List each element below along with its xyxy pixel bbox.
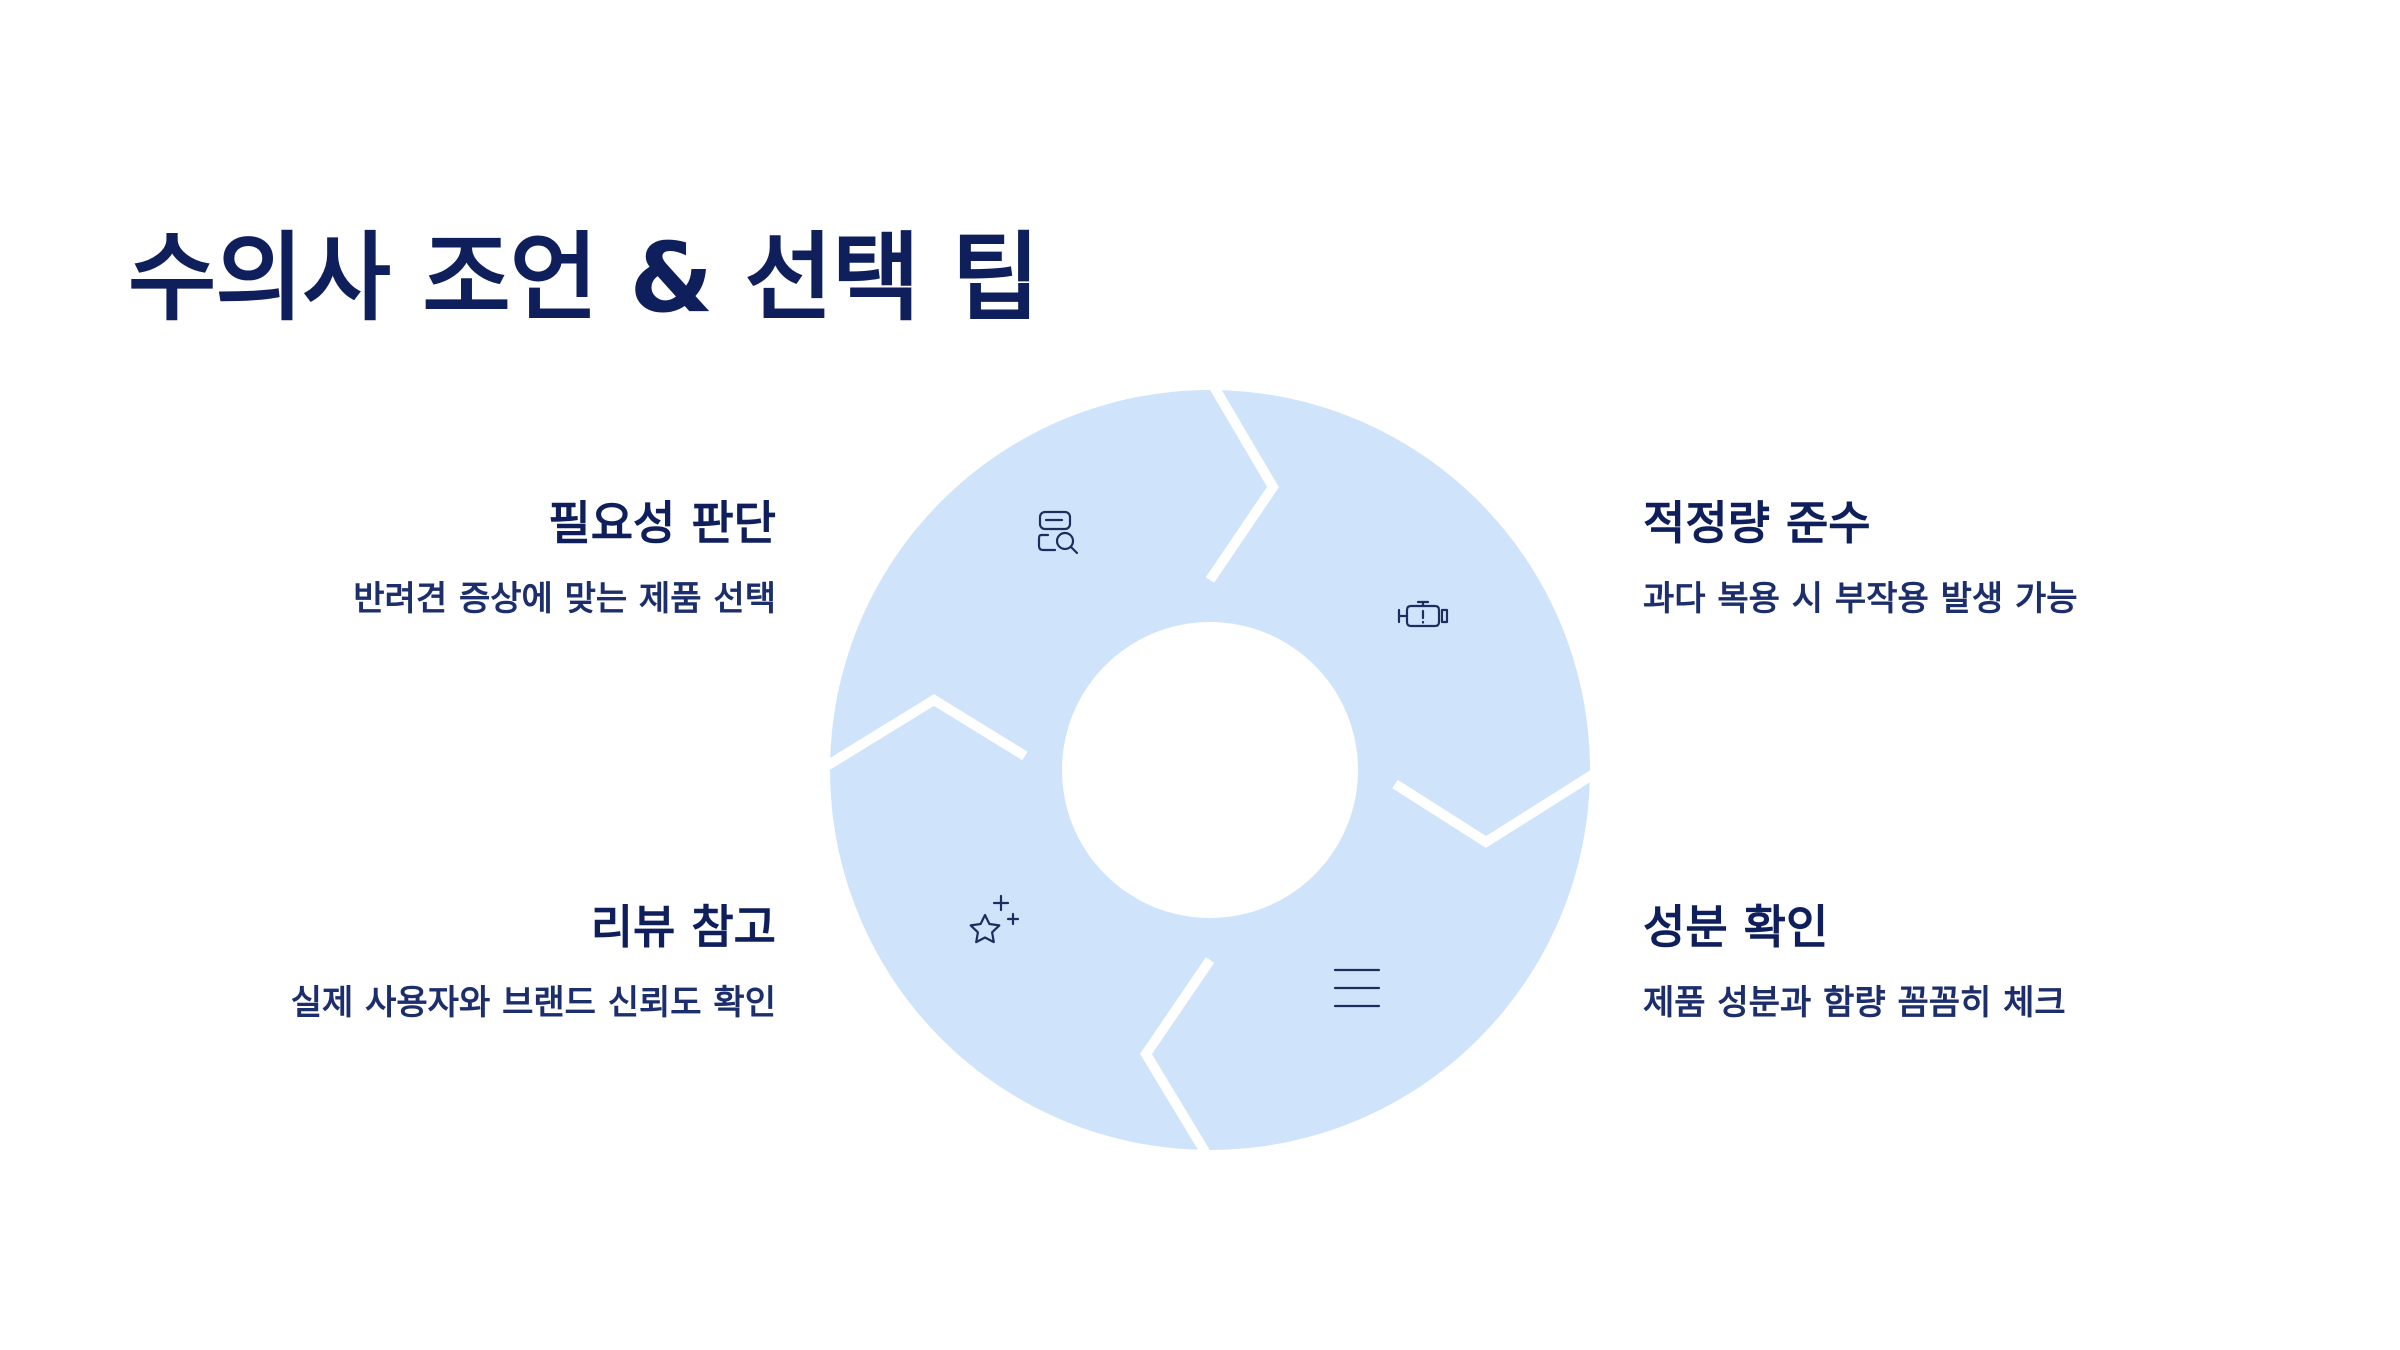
star-sparkle-icon <box>969 894 1020 944</box>
item-proper-dosage: 적정량 준수 과다 복용 시 부작용 발생 가능 <box>1643 496 2323 620</box>
ring-hole <box>1062 622 1358 918</box>
separator-right <box>1392 765 1600 848</box>
list-lines-icon <box>1333 968 1381 1008</box>
item-need-assessment: 필요성 판단 반려견 증상에 맞는 제품 선택 <box>96 496 776 620</box>
cycle-diagram <box>820 380 1600 1160</box>
item-description: 반려견 증상에 맞는 제품 선택 <box>353 579 776 620</box>
item-ingredient-check: 성분 확인 제품 성분과 함량 꼼꼼히 체크 <box>1643 900 2323 1024</box>
separator-left <box>820 694 1028 775</box>
item-review-reference: 리뷰 참고 실제 사용자와 브랜드 신뢰도 확인 <box>96 900 776 1024</box>
cycle-ring <box>830 390 1590 1150</box>
item-title: 적정량 준수 <box>1643 496 1871 550</box>
item-description: 과다 복용 시 부작용 발생 가능 <box>1643 579 2078 620</box>
segment-separators <box>820 380 1600 1160</box>
item-title: 리뷰 참고 <box>590 900 776 954</box>
item-title: 성분 확인 <box>1643 900 1829 954</box>
separator-top <box>1205 380 1279 583</box>
item-description: 제품 성분과 함량 꼼꼼히 체크 <box>1643 983 2066 1024</box>
item-title: 필요성 판단 <box>548 496 776 550</box>
page-title: 수의사 조언 & 선택 팁 <box>128 222 1040 334</box>
item-description: 실제 사용자와 브랜드 신뢰도 확인 <box>290 983 776 1024</box>
search-document-icon <box>1037 510 1079 555</box>
engine-warning-icon <box>1397 600 1449 628</box>
separator-bottom <box>1140 957 1215 1160</box>
